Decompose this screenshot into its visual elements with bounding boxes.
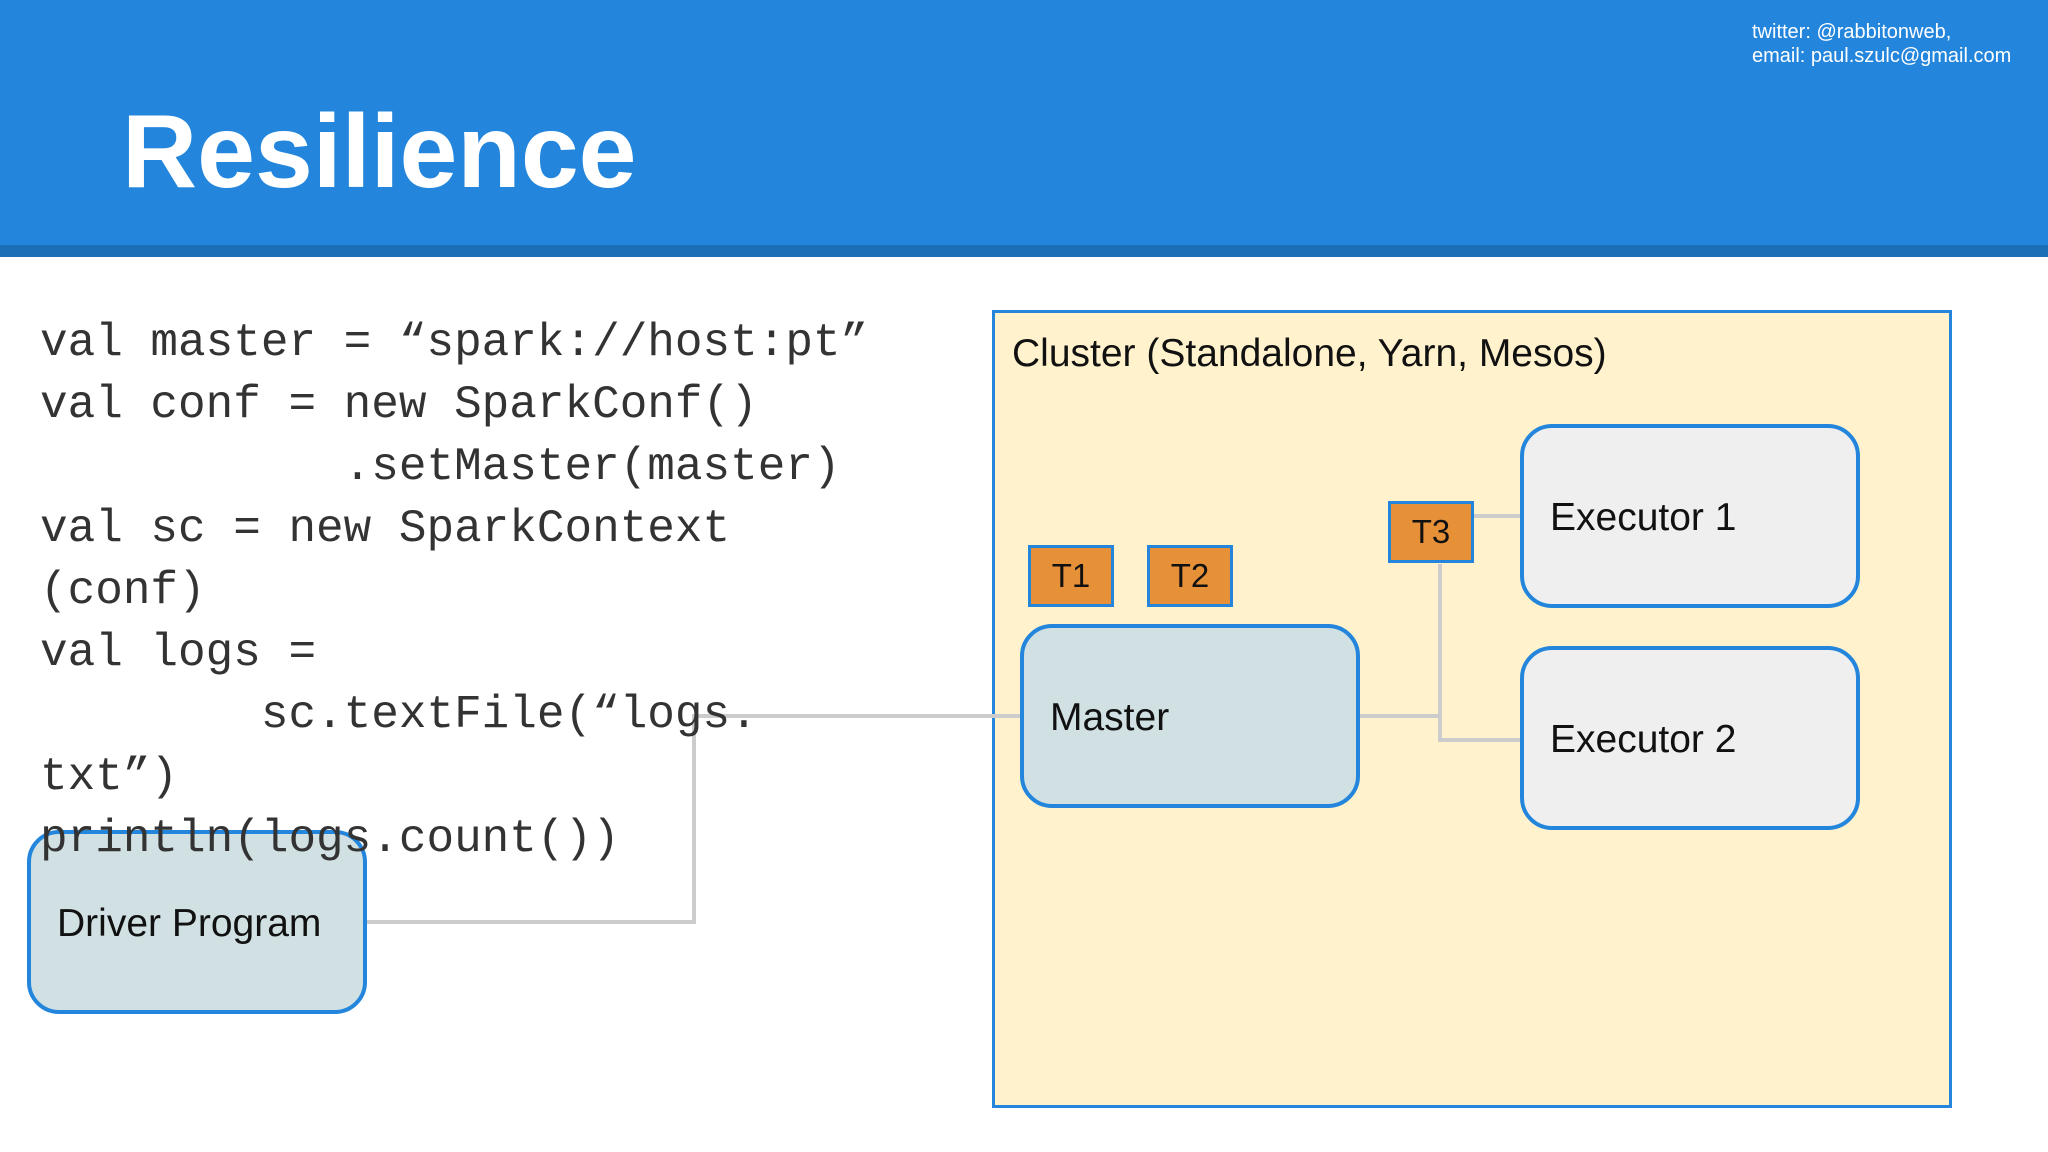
header-stripe <box>0 245 2048 257</box>
code-line: val master = “spark://host:pt” <box>40 317 869 369</box>
code-line: sc.textFile(“logs. <box>40 689 758 741</box>
executor-1-node <box>1520 424 1860 608</box>
task-t3: T3 <box>1388 501 1474 563</box>
driver-master-connector <box>367 714 1022 924</box>
contact-twitter: twitter: @rabbitonweb, <box>1752 21 1952 43</box>
master-label: Master <box>1050 696 1170 739</box>
code-block: val master = “spark://host:pt” val conf =… <box>40 312 868 870</box>
driver-program-label: Driver Program <box>57 902 322 945</box>
executor-2-node <box>1520 646 1860 830</box>
contact-info: twitter: @rabbitonweb, email: paul.szulc… <box>1752 20 2011 68</box>
task-t2: T2 <box>1147 545 1233 607</box>
task-t1: T1 <box>1028 545 1114 607</box>
code-line: println(logs.count()) <box>40 813 620 865</box>
code-line: txt”) <box>40 751 179 803</box>
executor-1-label: Executor 1 <box>1550 496 1737 539</box>
code-line: val sc = new SparkContext <box>40 503 731 555</box>
code-line: .setMaster(master) <box>40 441 841 493</box>
cluster-label: Cluster (Standalone, Yarn, Mesos) <box>1012 332 1607 375</box>
master-executor2-connector <box>1358 714 1522 742</box>
code-line: val logs = <box>40 627 317 679</box>
slide-title: Resilience <box>122 94 637 210</box>
driver-program-node <box>27 830 367 1014</box>
contact-email: email: paul.szulc@gmail.com <box>1752 45 2012 67</box>
master-node <box>1020 624 1360 808</box>
code-line: (conf) <box>40 565 206 617</box>
code-line: val conf = new SparkConf() <box>40 379 758 431</box>
header-bar <box>0 0 2048 245</box>
executor-2-label: Executor 2 <box>1550 718 1737 761</box>
